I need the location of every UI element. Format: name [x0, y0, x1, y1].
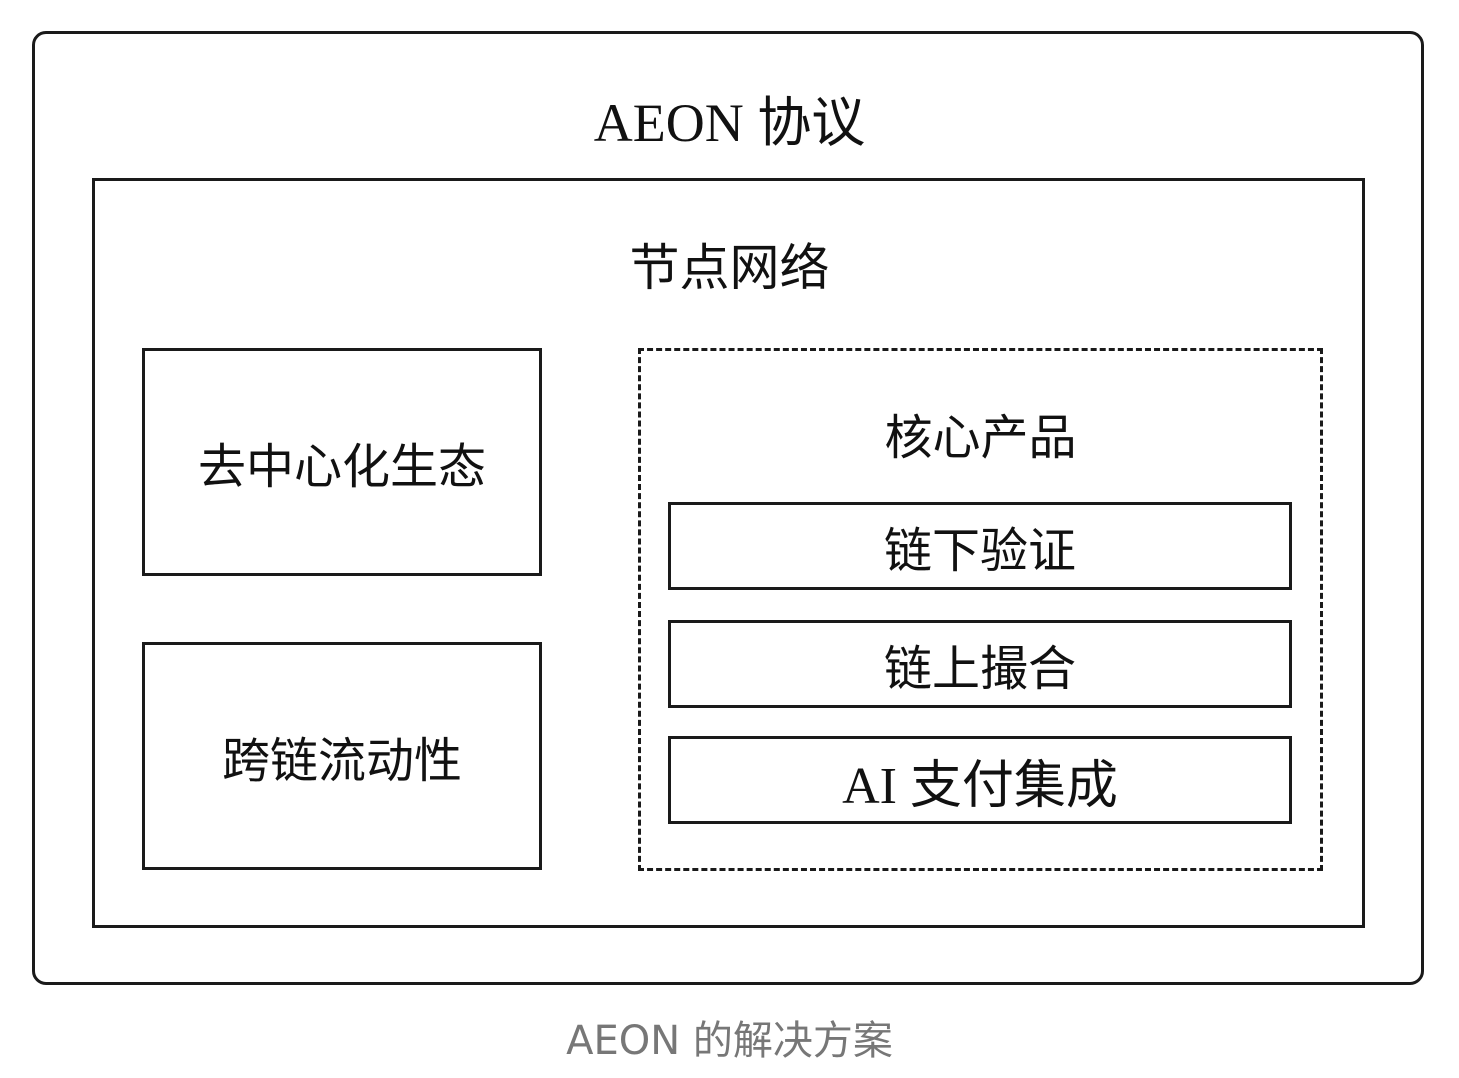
- onchain-matching-box: 链上撮合: [668, 620, 1292, 708]
- onchain-matching-label: 链上撮合: [883, 641, 1076, 697]
- decentralized-ecosystem-box: 去中心化生态: [142, 348, 542, 576]
- core-products-title: 核心产品: [884, 410, 1077, 466]
- cross-chain-liquidity-label: 跨链流动性: [221, 733, 462, 789]
- ai-payment-integration-label: AI 支付集成: [842, 757, 1118, 815]
- node-network-title: 节点网络: [629, 239, 830, 297]
- offchain-verification-label: 链下验证: [883, 523, 1076, 579]
- decentralized-ecosystem-label: 去中心化生态: [197, 439, 486, 495]
- ai-payment-integration-box: AI 支付集成: [668, 736, 1292, 824]
- figure-caption: AEON 的解决方案: [566, 1018, 893, 1064]
- protocol-title: AEON 协议: [593, 93, 866, 153]
- cross-chain-liquidity-box: 跨链流动性: [142, 642, 542, 870]
- offchain-verification-box: 链下验证: [668, 502, 1292, 590]
